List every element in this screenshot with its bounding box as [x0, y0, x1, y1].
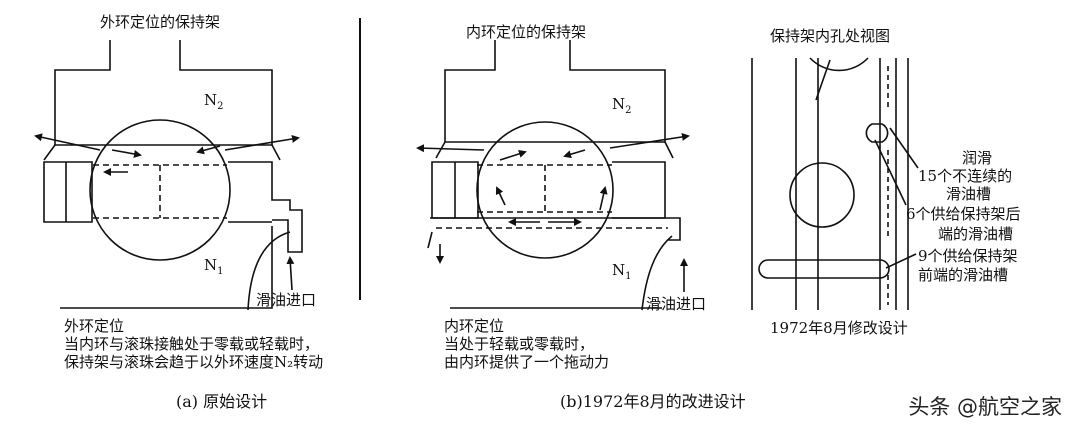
- panel-c-label-15-line1: 15个不连续的: [918, 167, 1013, 185]
- panel-a-n2-label: N2: [204, 91, 224, 113]
- panel-b-note-2: 当处于轻载或零载时，: [444, 335, 595, 353]
- panel-b-n1-label: N1: [612, 261, 632, 283]
- panel-a-oil-inlet: 滑油进口: [256, 291, 317, 309]
- panel-a-title: 外环定位的保持架: [100, 13, 221, 31]
- panel-a-caption: (a) 原始设计: [176, 392, 268, 411]
- panel-b-oil-inlet: 滑油进口: [646, 295, 707, 313]
- ball-c: [789, 162, 855, 228]
- panel-c-drawing: [751, 57, 919, 310]
- panel-b-note-1: 内环定位: [444, 317, 505, 335]
- watermark: 头条 @航空之家: [908, 395, 1062, 419]
- panel-b-title: 内环定位的保持架: [466, 23, 587, 41]
- panel-a-note-3: 保持架与滚珠会趋于以外环速度N₂转动: [64, 353, 324, 371]
- panel-c-label-9-line2: 前端的滑油槽: [918, 266, 1009, 284]
- ball-a: [89, 119, 231, 261]
- panel-b-caption: (b)1972年8月的改进设计: [560, 392, 746, 411]
- panel-c-label-6-line1: 6个供给保持架后: [906, 205, 1021, 223]
- panel-a-drawing: [34, 40, 303, 311]
- panel-b-note-3: 由内环提供了一个拖动力: [444, 353, 610, 371]
- panel-c-revision: 1972年8月修改设计: [770, 319, 908, 337]
- panel-c-label-9-line1: 9个供给保持架: [918, 247, 1018, 265]
- panel-a-n1-label: N1: [204, 256, 224, 278]
- panel-c-label-15-line2: 滑油槽: [946, 185, 992, 203]
- panel-c-title: 保持架内孔处视图: [770, 27, 891, 45]
- ball-b: [476, 121, 614, 259]
- panel-b-n2-label: N2: [612, 95, 632, 117]
- panel-a-note-1: 外环定位: [64, 317, 125, 335]
- panel-b-drawing: [416, 40, 690, 311]
- panel-a-note-2: 当内环与滚珠接触处于零载或轻载时，: [64, 335, 320, 353]
- panel-c-label-6-line2: 端的滑油槽: [938, 225, 1014, 243]
- panel-c-label-lube: 润滑: [962, 149, 993, 167]
